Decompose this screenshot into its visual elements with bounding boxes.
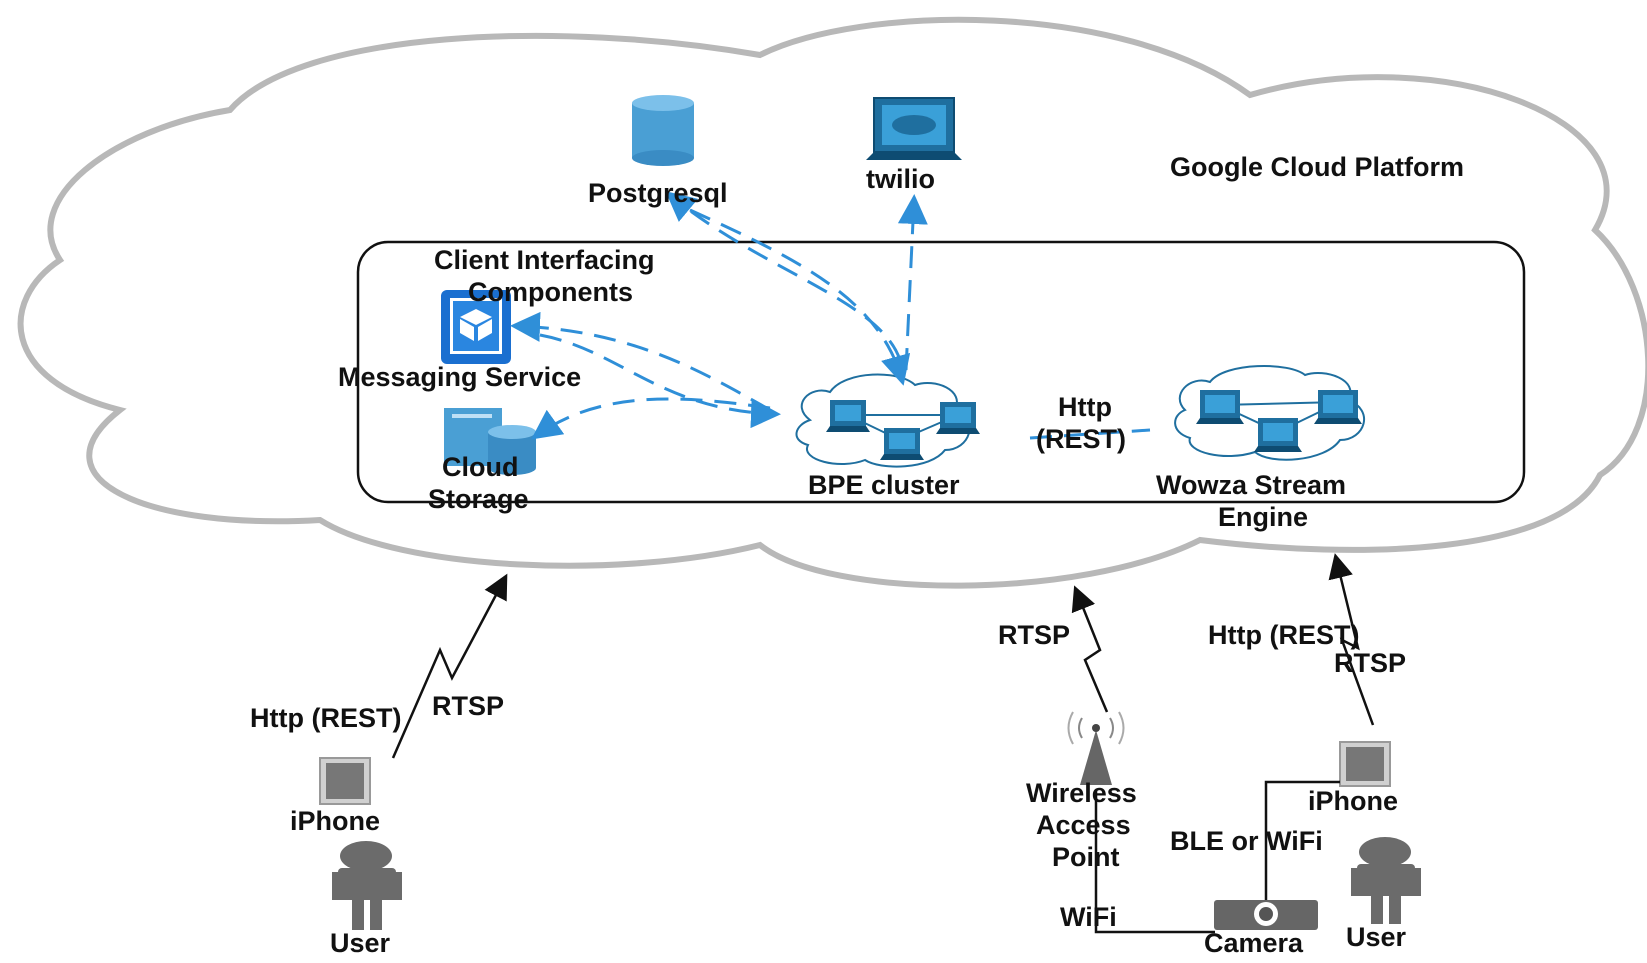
right-rtsp-label: RTSP xyxy=(1334,648,1407,678)
components-title-line1: Client Interfacing xyxy=(434,245,655,275)
left-iphone-icon xyxy=(319,757,371,805)
cloud-storage-label-line2: Storage xyxy=(428,484,529,514)
ap-label-line2: Access xyxy=(1036,810,1131,840)
bpe-cluster-icon xyxy=(795,373,980,468)
arrow-messaging-to-bpe xyxy=(539,333,781,429)
postgresql-label: Postgresql xyxy=(588,178,728,208)
arrow-bpe-to-storage xyxy=(531,397,771,440)
arrow-bpe-to-messaging xyxy=(510,311,771,412)
wowza-label-line2: Engine xyxy=(1218,502,1309,532)
left-user-icon xyxy=(332,841,402,930)
camera-label: Camera xyxy=(1204,928,1304,958)
left-rtsp-label: RTSP xyxy=(432,691,505,721)
link-label-line1: Http xyxy=(1058,392,1112,422)
arrow-bpe-to-postgresql xyxy=(665,191,902,361)
right-user-icon xyxy=(1351,837,1421,924)
local-links xyxy=(1094,780,1340,934)
right-iphone-connection xyxy=(1328,553,1375,726)
ap-rtsp-label: RTSP xyxy=(998,620,1071,650)
camera-icon xyxy=(1214,900,1318,930)
left-user-label: User xyxy=(330,928,391,958)
left-connection xyxy=(391,573,508,759)
bpe-cluster-label: BPE cluster xyxy=(808,470,960,500)
right-http-label: Http (REST) xyxy=(1208,620,1360,650)
right-user-label: User xyxy=(1346,922,1407,952)
link-label-line2: (REST) xyxy=(1036,424,1126,454)
ap-label-line3: Point xyxy=(1052,842,1120,872)
twilio-label: twilio xyxy=(866,164,935,194)
left-iphone-label: iPhone xyxy=(290,806,381,836)
wireless-ap-icon xyxy=(1067,711,1125,785)
platform-title: Google Cloud Platform xyxy=(1170,152,1464,182)
arrow-bpe-to-twilio xyxy=(897,194,928,371)
ap-label-line1: Wireless xyxy=(1026,778,1137,808)
cloud-storage-label-line1: Cloud xyxy=(442,452,519,482)
ble-wifi-label: BLE or WiFi xyxy=(1170,826,1323,856)
database-icon xyxy=(632,95,694,166)
cloud-boundary xyxy=(17,16,1647,589)
computer-icon xyxy=(866,97,962,160)
right-iphone-icon xyxy=(1339,741,1391,787)
messaging-service-label: Messaging Service xyxy=(338,362,582,392)
dashed-connectors xyxy=(510,191,1151,440)
ap-connection xyxy=(1071,585,1109,713)
arrow-postgresql-to-bpe xyxy=(689,208,911,386)
components-title-line2: Components xyxy=(468,277,633,307)
cloud-storage-icon xyxy=(444,408,536,475)
left-http-label: Http (REST) xyxy=(250,703,402,733)
messaging-service-icon xyxy=(441,290,511,364)
right-iphone-label: iPhone xyxy=(1308,786,1399,816)
wowza-cluster-icon xyxy=(1174,364,1366,461)
wifi-label: WiFi xyxy=(1060,902,1117,932)
wowza-label-line1: Wowza Stream xyxy=(1156,470,1347,500)
client-components-box xyxy=(356,240,1526,504)
link-bpe-wowza xyxy=(1029,428,1151,440)
